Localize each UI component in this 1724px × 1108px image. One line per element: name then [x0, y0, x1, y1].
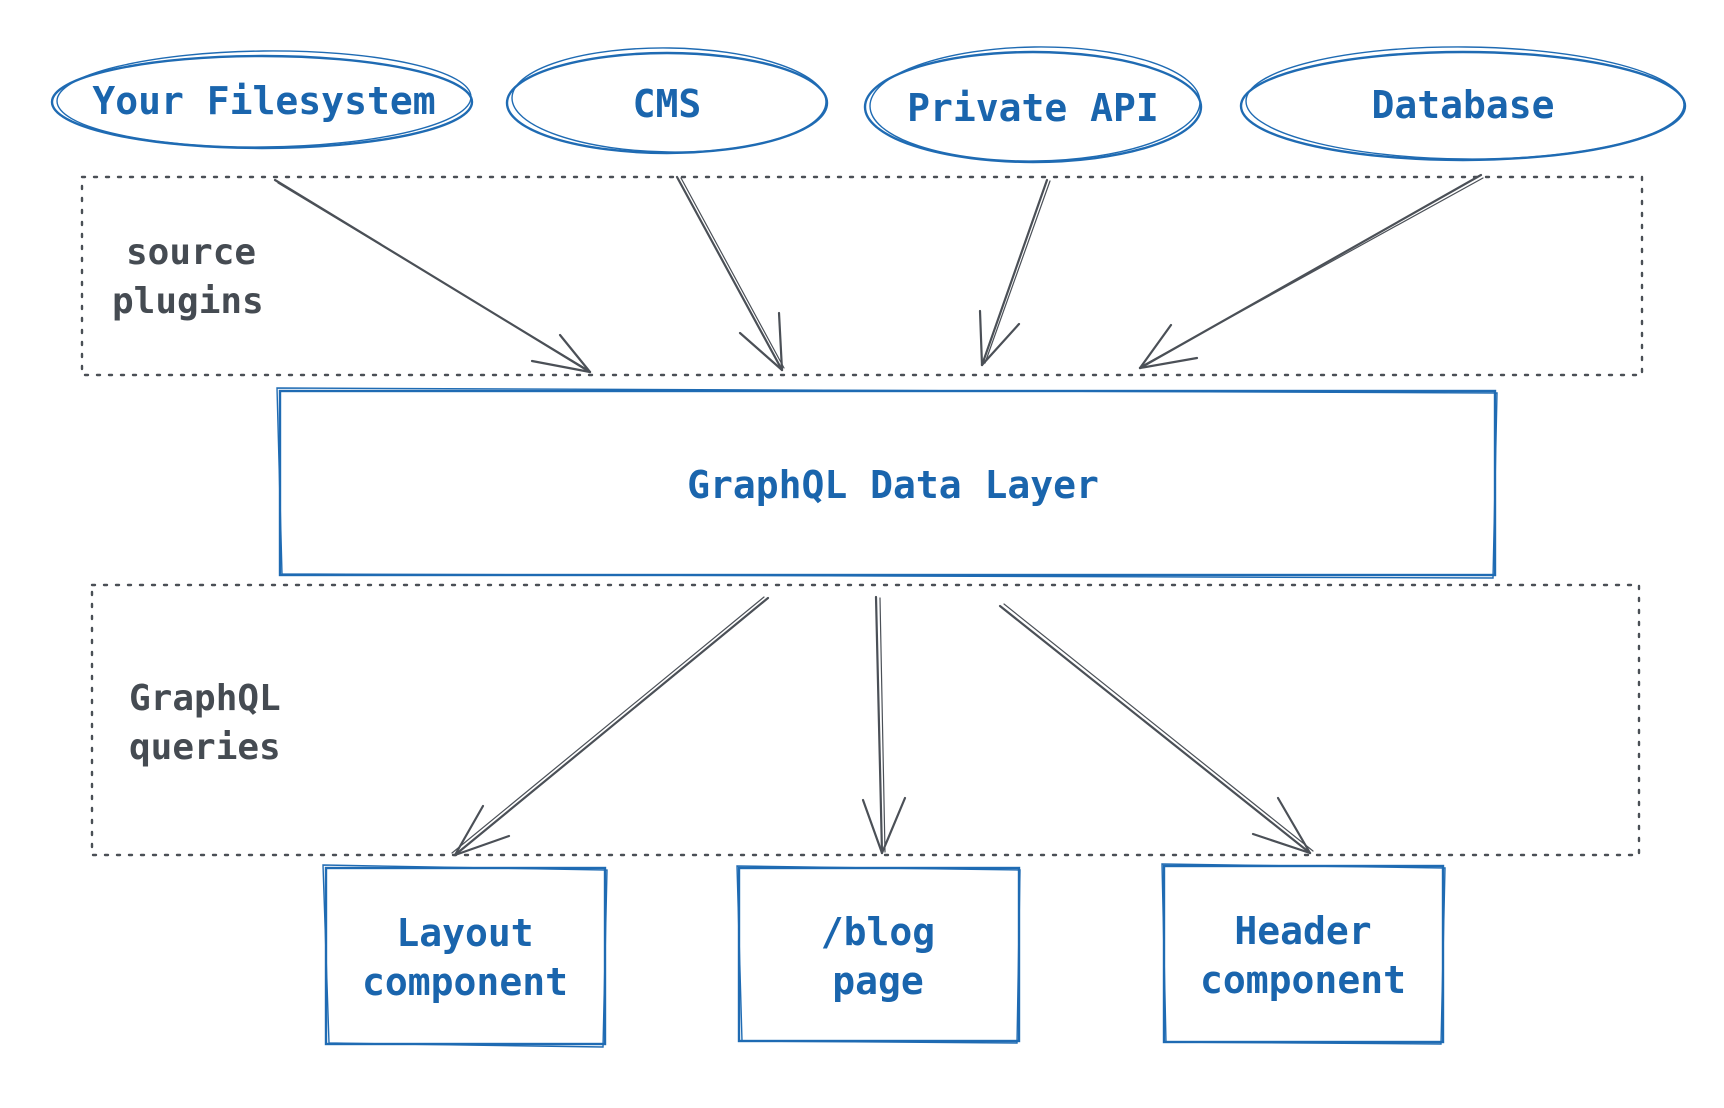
- consumer-blog-line2: page: [832, 959, 924, 1003]
- source-filesystem: Your Filesystem: [50, 50, 474, 150]
- source-arrows: [273, 173, 1484, 374]
- query-arrows: [451, 595, 1314, 857]
- arrow-cms-to-data-layer: [675, 175, 785, 372]
- source-plugins-region: source plugins: [80, 175, 1644, 377]
- consumer-header-component: Header component: [1161, 863, 1446, 1045]
- graphql-data-layer-label: GraphQL Data Layer: [687, 463, 1099, 507]
- source-database-label: Database: [1371, 83, 1554, 127]
- consumer-layout-line2: component: [362, 960, 568, 1004]
- source-private-api: Private API: [863, 46, 1203, 164]
- graphql-queries-region: GraphQL queries: [90, 583, 1641, 857]
- graphql-queries-label-line2: queries: [129, 727, 281, 768]
- source-private-api-label: Private API: [907, 86, 1159, 130]
- consumer-blog-page: /blog page: [736, 865, 1021, 1044]
- arrow-data-layer-to-blog: [861, 595, 907, 855]
- graphql-queries-label-line1: GraphQL: [129, 678, 281, 719]
- source-cms: CMS: [505, 47, 829, 155]
- consumer-layout-component: Layout component: [322, 864, 608, 1048]
- arrow-filesystem-to-data-layer: [273, 178, 592, 374]
- consumer-blog-line1: /blog: [821, 910, 935, 954]
- source-cms-label: CMS: [633, 82, 702, 126]
- source-database: Database: [1239, 46, 1687, 162]
- graphql-data-layer: GraphQL Data Layer: [276, 387, 1498, 579]
- consumer-layout-line1: Layout: [396, 911, 533, 955]
- source-plugins-label-line1: source: [126, 232, 256, 273]
- source-plugins-label-line2: plugins: [112, 281, 264, 322]
- consumer-header-line1: Header: [1234, 909, 1371, 953]
- source-filesystem-label: Your Filesystem: [92, 79, 435, 123]
- arrow-data-layer-to-header: [998, 603, 1314, 855]
- arrow-private-api-to-data-layer: [978, 178, 1051, 367]
- arrow-data-layer-to-layout: [451, 596, 770, 857]
- arrow-database-to-data-layer: [1138, 173, 1484, 370]
- consumer-header-line2: component: [1200, 958, 1406, 1002]
